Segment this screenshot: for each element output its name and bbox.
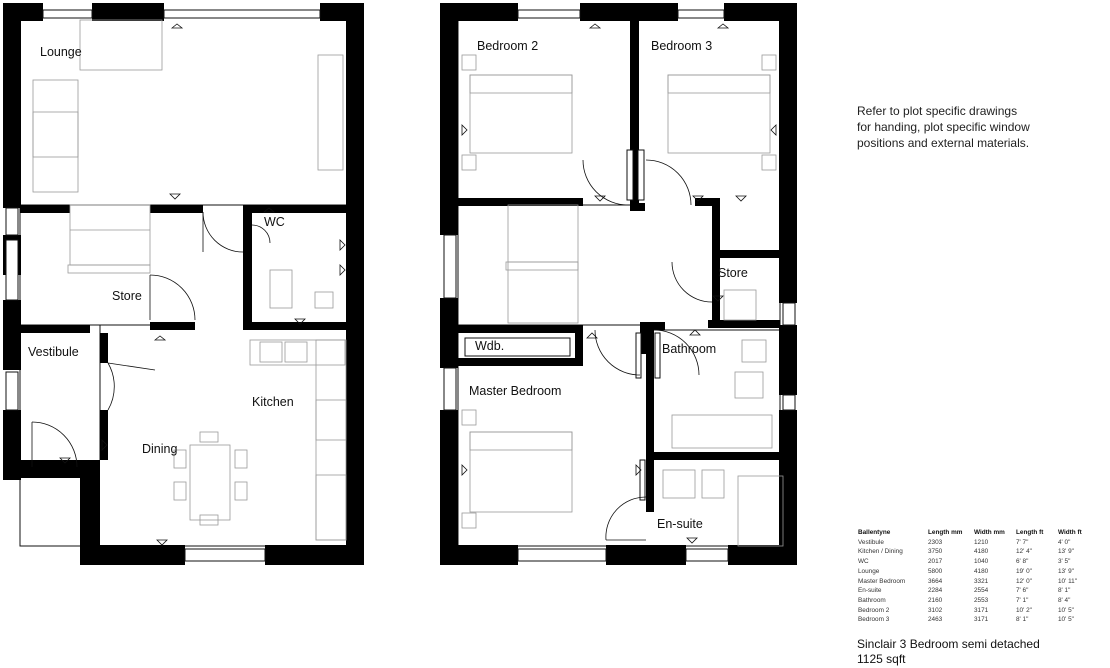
room-master-bedroom: Master Bedroom <box>469 384 561 398</box>
schedule-cell: 4' 0" <box>1058 538 1071 546</box>
schedule-row: Bedroom 2 3102 3171 10' 2" 10' 5" <box>858 606 1088 616</box>
plan-caption: Sinclair 3 Bedroom semi detached 1125 sq… <box>857 637 1040 667</box>
schedule-cell: 7' 6" <box>1016 587 1029 595</box>
schedule-cell: 19' 0" <box>1016 567 1032 575</box>
schedule-cell: Kitchen / Dining <box>858 548 903 556</box>
schedule-cell: 4180 <box>974 567 989 575</box>
schedule-header: Width ft <box>1058 529 1082 536</box>
schedule-cell: 2553 <box>974 596 989 604</box>
plan-area: 1125 sqft <box>857 652 906 666</box>
schedule-cell: WC <box>858 558 869 566</box>
schedule-row: En-suite 2284 2554 7' 6" 8' 1" <box>858 586 1088 596</box>
schedule-cell: 2160 <box>928 596 943 604</box>
note-line: positions and external materials. <box>857 136 1030 150</box>
drawing-note: Refer to plot specific drawings for hand… <box>857 103 1087 151</box>
schedule-cell: 2017 <box>928 558 943 566</box>
schedule-cell: Master Bedroom <box>858 577 906 585</box>
schedule-cell: En-suite <box>858 587 882 595</box>
room-bedroom-2: Bedroom 2 <box>477 39 538 53</box>
schedule-header: Length ft <box>1016 529 1044 536</box>
schedule-cell: 10' 5" <box>1058 606 1074 614</box>
schedule-cell: Bedroom 2 <box>858 606 890 614</box>
schedule-cell: 3171 <box>974 606 989 614</box>
schedule-cell: Bathroom <box>858 596 886 604</box>
note-line: Refer to plot specific drawings <box>857 104 1018 118</box>
room-vestibule: Vestibule <box>28 345 79 359</box>
schedule-cell: 13' 9" <box>1058 567 1074 575</box>
room-lounge: Lounge <box>40 45 82 59</box>
schedule-cell: 8' 4" <box>1058 596 1071 604</box>
ground-floor-plan <box>3 3 364 565</box>
schedule-cell: 3321 <box>974 577 989 585</box>
schedule-cell: 7' 1" <box>1016 596 1029 604</box>
schedule-cell: Bedroom 3 <box>858 616 890 624</box>
schedule-cell: 10' 11" <box>1058 577 1078 585</box>
schedule-cell: 12' 0" <box>1016 577 1032 585</box>
schedule-header: Length mm <box>928 529 963 536</box>
room-wc: WC <box>264 215 285 229</box>
schedule-cell: 6' 8" <box>1016 558 1029 566</box>
room-wardrobe: Wdb. <box>475 339 504 353</box>
schedule-row: Kitchen / Dining 3750 4180 12' 4" 13' 9" <box>858 547 1088 557</box>
schedule-cell: 3750 <box>928 548 943 556</box>
room-dining: Dining <box>142 442 177 456</box>
schedule-cell: 8' 1" <box>1016 616 1029 624</box>
room-bathroom: Bathroom <box>662 342 716 356</box>
schedule-cell: 2463 <box>928 616 943 624</box>
schedule-header: Ballentyne <box>858 529 891 536</box>
schedule-cell: 3' 5" <box>1058 558 1071 566</box>
schedule-cell: 7' 7" <box>1016 538 1029 546</box>
note-line: for handing, plot specific window <box>857 120 1030 134</box>
schedule-cell: Lounge <box>858 567 880 575</box>
schedule-cell: 3171 <box>974 616 989 624</box>
schedule-cell: 5800 <box>928 567 943 575</box>
schedule-cell: 8' 1" <box>1058 587 1071 595</box>
schedule-cell: Vestibule <box>858 538 884 546</box>
schedule-cell: 10' 5" <box>1058 616 1074 624</box>
schedule-cell: 13' 9" <box>1058 548 1074 556</box>
schedule-cell: 2284 <box>928 587 943 595</box>
schedule-row: Lounge 5800 4180 19' 0" 13' 9" <box>858 567 1088 577</box>
schedule-cell: 3664 <box>928 577 943 585</box>
schedule-cell: 10' 2" <box>1016 606 1032 614</box>
schedule-cell: 2554 <box>974 587 989 595</box>
schedule-row: Master Bedroom 3664 3321 12' 0" 10' 11" <box>858 577 1088 587</box>
room-ensuite: En-suite <box>657 517 703 531</box>
room-store-ground: Store <box>112 289 142 303</box>
room-kitchen: Kitchen <box>252 395 294 409</box>
room-bedroom-3: Bedroom 3 <box>651 39 712 53</box>
schedule-cell: 3102 <box>928 606 943 614</box>
schedule-header: Width mm <box>974 529 1005 536</box>
plan-title: Sinclair 3 Bedroom semi detached <box>857 637 1040 651</box>
schedule-cell: 2303 <box>928 538 943 546</box>
schedule-row: WC 2017 1040 6' 8" 3' 5" <box>858 557 1088 567</box>
schedule-cell: 1210 <box>974 538 989 546</box>
schedule-row: Bathroom 2160 2553 7' 1" 8' 4" <box>858 596 1088 606</box>
first-floor-plan <box>440 3 797 565</box>
room-schedule-table: Ballentyne Length mm Width mm Length ft … <box>858 528 1088 625</box>
schedule-row: Bedroom 3 2463 3171 8' 1" 10' 5" <box>858 615 1088 625</box>
schedule-header-row: Ballentyne Length mm Width mm Length ft … <box>858 528 1088 538</box>
schedule-row: Vestibule 2303 1210 7' 7" 4' 0" <box>858 538 1088 548</box>
room-labels: Lounge WC Store Vestibule Kitchen Dining… <box>28 39 748 531</box>
schedule-cell: 4180 <box>974 548 989 556</box>
schedule-cell: 1040 <box>974 558 989 566</box>
room-store-first: Store <box>718 266 748 280</box>
schedule-cell: 12' 4" <box>1016 548 1032 556</box>
